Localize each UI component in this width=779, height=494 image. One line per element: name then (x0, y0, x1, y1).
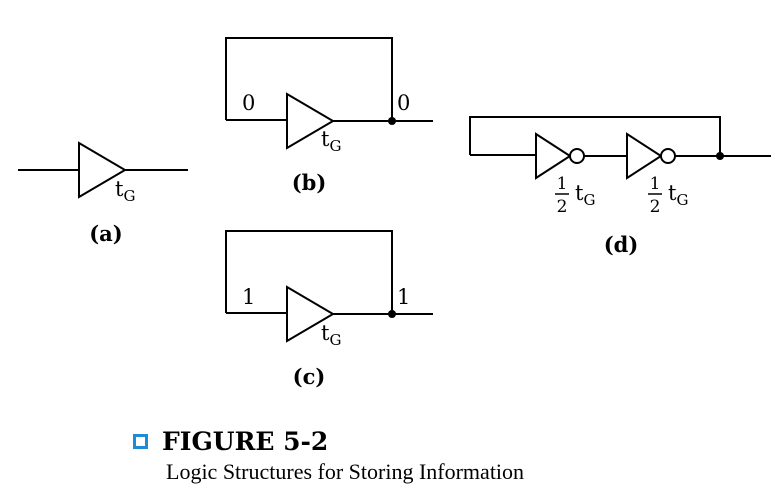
input-value: 0 (242, 91, 255, 115)
caption-d: (d) (604, 232, 639, 257)
inversion-bubble-1 (569, 148, 585, 164)
delay-label: tG (115, 177, 135, 205)
delay-label: tG (321, 321, 341, 349)
junction-dot (388, 117, 396, 125)
buffer-gate (78, 141, 127, 199)
figure-subtitle: Logic Structures for Storing Information (166, 459, 525, 484)
output-value: 1 (397, 285, 410, 309)
junction-dot (388, 310, 396, 318)
fraction-numerator: 1 (650, 174, 661, 194)
diagram-c (225, 230, 433, 343)
feedback-wire (225, 37, 393, 120)
caption-b: (b) (292, 170, 327, 195)
fraction-denominator: 2 (557, 197, 568, 217)
buffer-gate (286, 92, 335, 150)
output-value: 0 (397, 91, 410, 115)
inverter-gate-1 (535, 132, 572, 180)
feedback-wire (469, 116, 721, 155)
delay-label: tG (321, 127, 341, 155)
input-value: 1 (242, 285, 255, 309)
buffer-gate (286, 285, 335, 343)
fraction-denominator: 2 (650, 197, 661, 217)
caption-c: (c) (293, 364, 326, 389)
delay-label: tG (575, 181, 595, 209)
inverter-gate-2 (626, 132, 663, 180)
figure-title: FIGURE 5-2 (162, 427, 329, 456)
diagram-b (225, 37, 433, 150)
caption-a: (a) (89, 221, 122, 246)
feedback-wire (225, 230, 393, 313)
square-bullet-icon (133, 434, 148, 449)
delay-label: tG (668, 181, 688, 209)
inversion-bubble-2 (660, 148, 676, 164)
fraction-numerator: 1 (557, 174, 568, 194)
diagram-a (18, 141, 188, 199)
diagram-d (469, 116, 771, 180)
junction-dot (716, 152, 724, 160)
